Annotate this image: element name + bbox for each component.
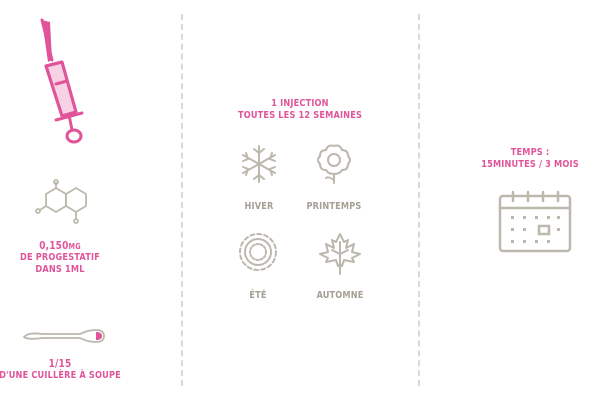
syringe-icon [40,18,84,144]
dose-unit: MG [68,242,81,251]
dose-amount: 0,150 [39,239,69,252]
dose-line2: DE PROGESTATIF [19,252,101,263]
calendar-icon [498,190,572,253]
spoon-fraction: 1/15 [48,357,72,370]
season-label-printemps: PRINTEMPS [306,201,362,212]
time-title-line2: 15MINUTES / 3 MOIS [481,159,579,170]
sun-icon [239,233,277,271]
injection-title-line1: 1 INJECTION [271,98,329,109]
flower-icon [317,144,351,184]
season-label-ete: ÉTÉ [249,290,267,301]
column-divider-right [418,14,420,386]
maple-leaf-icon [319,233,361,275]
snowflake-icon [242,145,276,183]
molecule-icon [35,179,87,224]
injection-title-line2: TOUTES LES 12 SEMAINES [237,110,363,121]
spoon-icon [22,329,105,343]
dose-text: 0,150MG [11,240,109,252]
spoon-label: D'UNE CUILLÈRE À SOUPE [0,370,121,381]
column-divider-left [181,14,183,386]
dose-line3: DANS 1ML [35,264,85,275]
season-label-hiver: HIVER [244,201,274,212]
season-label-automne: AUTOMNE [316,290,364,301]
time-title-line1: TEMPS : [510,147,550,158]
